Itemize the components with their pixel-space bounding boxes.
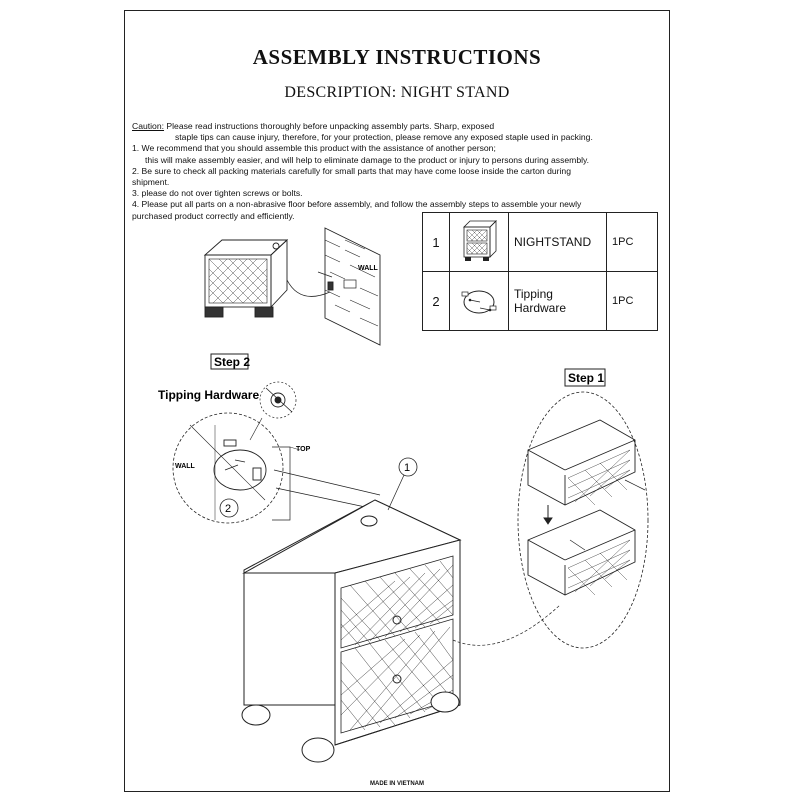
tipping-hardware-label: Tipping Hardware — [158, 388, 259, 402]
wall-attachment-illustration — [203, 227, 381, 346]
callout-1: 1 — [404, 462, 410, 474]
instruction-item-1: 1. We recommend that you should assemble… — [132, 143, 496, 154]
callout-2: 2 — [225, 503, 231, 515]
instruction-item-2-cont: shipment. — [132, 177, 170, 188]
instruction-item-1-cont: this will make assembly easier, and will… — [145, 154, 590, 165]
parts-row: 1 NIGHTSTAND 1PC — [422, 212, 658, 272]
parts-row: 2 Tipping Hardware 1PC — [422, 271, 658, 331]
instruction-item-2: 2. Be sure to check all packing material… — [132, 165, 571, 176]
caution-line: Caution: Please read instructions thorou… — [132, 121, 668, 132]
main-nightstand — [241, 457, 561, 763]
instruction-item-4: 4. Please put all parts on a non-abrasiv… — [132, 199, 582, 210]
part-quantity: 1PC — [606, 271, 658, 331]
nightstand-icon — [463, 220, 497, 261]
page-subtitle: DESCRIPTION: NIGHT STAND — [284, 84, 510, 101]
tipping-hardware-icon — [461, 290, 497, 314]
part-name: NIGHTSTAND — [508, 212, 607, 272]
part-quantity: 1PC — [606, 212, 658, 272]
parts-table: 1 NIGHTSTAND 1PC 2 — [422, 212, 658, 331]
caution-text: Please read instructions thoroughly befo… — [164, 121, 495, 131]
instruction-item-3: 3. please do not over tighten screws or … — [132, 188, 303, 199]
top-label: TOP — [296, 446, 311, 453]
wall-label: WALL — [358, 265, 379, 272]
instruction-item-4-cont: purchased product correctly and efficien… — [132, 210, 295, 221]
step1-label: Step 1 — [568, 371, 604, 385]
step2-detail — [172, 353, 381, 524]
instructions-text: Caution: Please read instructions thorou… — [132, 121, 668, 222]
wall-detail-label: WALL — [175, 463, 196, 470]
caution-line-2: staple tips can cause injury, therefore,… — [175, 132, 593, 143]
page-title: ASSEMBLY INSTRUCTIONS — [252, 45, 542, 69]
step1-detail — [517, 368, 649, 649]
caution-label: Caution: — [132, 121, 165, 131]
step2-label: Step 2 — [214, 355, 250, 369]
made-in-label: MADE IN VIETNAM — [370, 781, 424, 787]
